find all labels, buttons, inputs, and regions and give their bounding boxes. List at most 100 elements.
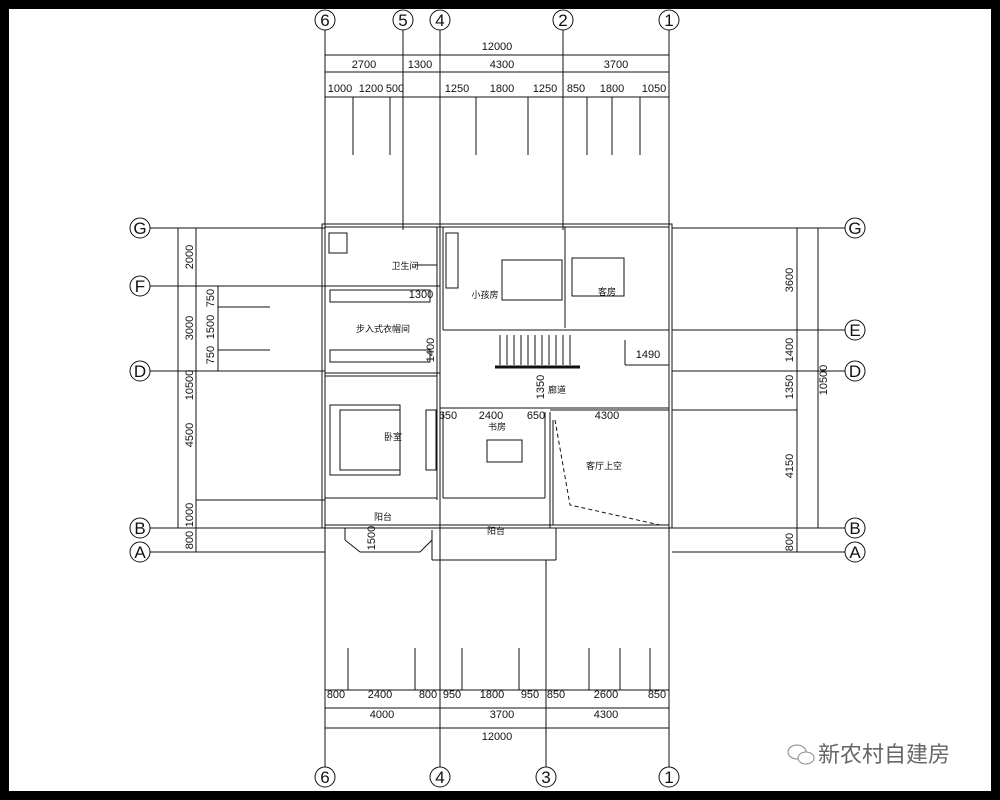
- dimension-top_total: 12000: [482, 41, 513, 53]
- room-label: 廊道: [548, 384, 566, 395]
- dimension-interior: 1300: [409, 289, 433, 301]
- dimension-left_outer: 1000: [184, 503, 196, 527]
- bed: [572, 258, 624, 296]
- dimension-bottom_row2: 4000: [370, 709, 394, 721]
- axis-top-4: 4: [435, 11, 444, 30]
- dimension-interior: 650: [439, 410, 457, 422]
- dimension-interior: 4300: [595, 410, 619, 422]
- axis-right-E: E: [849, 321, 860, 340]
- line: [345, 540, 360, 552]
- plan-linework: [130, 10, 865, 787]
- room-label: 客厅上空: [586, 460, 622, 471]
- bed-inner: [340, 410, 400, 470]
- dimension-top_row3: 850: [567, 83, 585, 95]
- dimension-top_row3: 1800: [490, 83, 514, 95]
- axis-bottom-6: 6: [320, 768, 329, 787]
- axis-top-5: 5: [398, 11, 407, 30]
- bed: [502, 260, 562, 300]
- dimension-top_row3: 1050: [642, 83, 666, 95]
- dimension-top_row3: 1250: [445, 83, 469, 95]
- dimension-top_row3: 500: [386, 83, 404, 95]
- dimension-bottom_row1: 800: [327, 689, 345, 701]
- room-label: 阳台: [487, 525, 505, 536]
- dimension-bottom_row1: 850: [547, 689, 565, 701]
- axis-left-G: G: [133, 219, 146, 238]
- dimension-bottom_row2: 3700: [490, 709, 514, 721]
- watermark-text: 新农村自建房: [818, 742, 950, 767]
- axis-right-D: D: [849, 362, 861, 381]
- axis-top-2: 2: [558, 11, 567, 30]
- dimension-left_inner: 750: [205, 289, 217, 307]
- room-label: 卧室: [384, 431, 402, 442]
- dimension-right_inner: 1350: [784, 375, 796, 399]
- room-label: 卫生间: [391, 260, 418, 271]
- dimension-bottom_row1: 850: [648, 689, 666, 701]
- room-label: 阳台: [374, 511, 392, 522]
- dimension-left_outer: 10500: [184, 370, 196, 401]
- dimension-bottom_row1: 950: [521, 689, 539, 701]
- dimension-top_row2: 4300: [490, 59, 514, 71]
- sheet-border: [8, 8, 992, 792]
- dimension-bottom_total: 12000: [482, 731, 513, 743]
- axis-right-A: A: [849, 543, 861, 562]
- axis-left-D: D: [134, 362, 146, 381]
- dimension-right_inner: 4150: [784, 454, 796, 478]
- void-outline: [555, 420, 660, 525]
- axis-top-1: 1: [664, 11, 673, 30]
- dimension-interior: 2400: [479, 410, 503, 422]
- dimension-right_total: 10500: [818, 365, 830, 396]
- dimension-bottom_row1: 2600: [594, 689, 618, 701]
- dimension-bottom_row1: 1800: [480, 689, 504, 701]
- room-label: 客房: [598, 286, 616, 297]
- dimension-left_outer: 3000: [184, 316, 196, 340]
- dimension-left_inner: 1500: [205, 315, 217, 339]
- room-label: 书房: [488, 421, 506, 432]
- room-label: 小孩房: [471, 289, 498, 300]
- dimension-top_row2: 3700: [604, 59, 628, 71]
- desk: [487, 440, 522, 462]
- axis-bottom-3: 3: [541, 768, 550, 787]
- dimension-right_inner: 3600: [784, 268, 796, 292]
- dimension-interior: 1350: [535, 375, 547, 399]
- dimension-left_outer: 2000: [184, 245, 196, 269]
- axis-right-B: B: [849, 519, 860, 538]
- wechat-icon: [787, 744, 815, 765]
- dimension-top_row3: 1000: [328, 83, 352, 95]
- watermark: 新农村自建房: [787, 742, 950, 767]
- dimension-top_row2: 1300: [408, 59, 432, 71]
- dimension-interior: 1400: [425, 338, 437, 362]
- axis-left-F: F: [135, 277, 145, 296]
- dimension-left_outer: 4500: [184, 423, 196, 447]
- dimension-interior: 1490: [636, 349, 660, 361]
- dimension-top_row3: 1250: [533, 83, 557, 95]
- dimension-bottom_row2: 4300: [594, 709, 618, 721]
- dimension-bottom_row1: 800: [419, 689, 437, 701]
- dimension-right_inner: 800: [784, 533, 796, 551]
- dimension-top_row3: 1200: [359, 83, 383, 95]
- dimension-right_inner: 1400: [784, 338, 796, 362]
- dimension-interior: 1500: [366, 526, 378, 550]
- shower: [329, 233, 347, 253]
- axis-right-G: G: [848, 219, 861, 238]
- dimension-top_row2: 2700: [352, 59, 376, 71]
- exterior-wall: [322, 224, 672, 528]
- axis-left-A: A: [134, 543, 146, 562]
- dimension-top_row3: 1800: [600, 83, 624, 95]
- wardrobe: [426, 410, 436, 470]
- axis-bottom-1: 1: [664, 768, 673, 787]
- dimension-interior: 650: [527, 410, 545, 422]
- dimension-left_inner: 750: [205, 346, 217, 364]
- room-label: 步入式衣帽间: [356, 323, 410, 334]
- dimension-left_outer: 800: [184, 531, 196, 549]
- axis-left-B: B: [134, 519, 145, 538]
- shelf: [446, 233, 458, 288]
- closet-rail: [330, 290, 430, 302]
- dimension-bottom_row1: 2400: [368, 689, 392, 701]
- closet-rail: [330, 350, 430, 362]
- dimension-bottom_row1: 950: [443, 689, 461, 701]
- line: [420, 540, 432, 552]
- axis-top-6: 6: [320, 11, 329, 30]
